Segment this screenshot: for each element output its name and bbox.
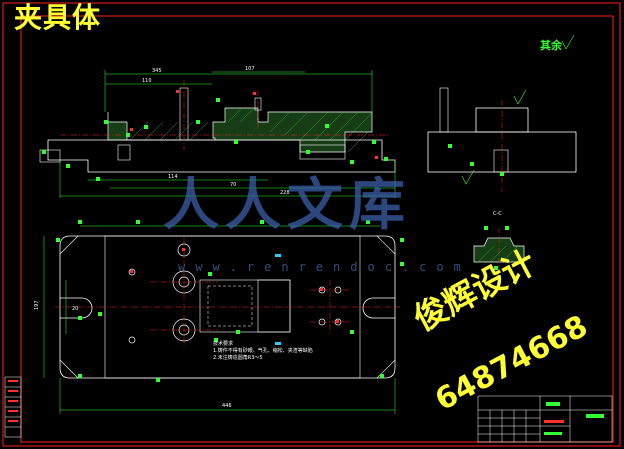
front-view-hatch-lines — [129, 107, 373, 153]
tech-req-line: 2.未注铸造圆角R3～5 — [213, 355, 263, 361]
title-block-field — [544, 432, 562, 435]
dim-plan-width: 446 — [222, 403, 232, 409]
plan-view-gusset — [59, 359, 79, 379]
dim-plan-height: 197 — [34, 300, 40, 310]
dim-top-total: 345 — [152, 68, 162, 74]
title-block — [477, 395, 613, 443]
section-cc-view: C-C — [473, 211, 525, 270]
side-view-marker — [448, 144, 452, 148]
side-view-slot — [493, 149, 509, 173]
drawing-title: 夹具体 — [14, 1, 102, 34]
front-view-section-hatch — [107, 107, 373, 153]
plan-view-gusset — [59, 235, 79, 255]
drawing-inner-border — [20, 15, 614, 443]
watermark-url: www.renrendoc.com — [178, 260, 471, 274]
roughness-symbol — [513, 89, 527, 105]
side-view-bore — [439, 87, 449, 133]
plan-view-annotation-markers — [56, 220, 404, 382]
dim-plan-inner: 20 — [72, 306, 78, 312]
front-view-left-foot — [39, 149, 61, 163]
plan-view-center-block — [199, 279, 291, 333]
front-view-annotation-markers — [42, 98, 388, 181]
plan-view-dashed-slot — [207, 285, 253, 327]
roughness-symbol — [561, 34, 575, 50]
revision-strip — [4, 376, 22, 438]
tech-req-line: 1.铸件不得有砂眼、气孔、缩松、夹渣等缺陷 — [213, 348, 313, 354]
plan-view-left-u-slot — [60, 297, 93, 319]
front-view-slot — [299, 144, 346, 160]
tech-requirements: 技术要求 1.铸件不得有砂眼、气孔、缩松、夹渣等缺陷 2.未注铸造圆角R3～5 — [213, 340, 313, 361]
dim-top-right: 107 — [245, 66, 255, 72]
watermark-text: 人人文库 — [163, 173, 411, 238]
plan-view-red-markers — [130, 248, 339, 323]
dim-mid-c: 228 — [280, 190, 290, 196]
section-cc-marker — [505, 226, 509, 230]
side-view-marker — [500, 172, 504, 176]
side-view-marker — [470, 162, 474, 166]
dim-top-left: 110 — [142, 78, 152, 84]
plan-view-section-arrow — [275, 342, 281, 345]
title-block-field — [586, 414, 604, 418]
plan-view-section-arrow — [275, 254, 281, 257]
plan-view-right-u-slot — [362, 297, 395, 319]
plan-view-guide-block — [257, 279, 291, 333]
front-view-red-markers — [130, 90, 378, 159]
roughness-symbol — [461, 169, 475, 185]
title-block-field — [546, 402, 560, 406]
revision-strip-marks — [8, 380, 18, 422]
plan-view: 446 197 20 — [34, 220, 404, 414]
section-cc-marker — [494, 266, 498, 270]
front-view-pocket — [117, 144, 131, 161]
section-cc-label: C-C — [493, 211, 502, 217]
dim-mid-a: 114 — [168, 174, 178, 180]
section-cc-marker — [484, 226, 488, 230]
finish-note: 其余 — [540, 39, 562, 52]
dim-mid-b: 70 — [230, 182, 236, 188]
front-view: 345 107 110 114 70 228 — [39, 66, 396, 198]
plan-view-small-hole — [128, 336, 136, 344]
plan-view-outline — [59, 235, 396, 379]
plan-view-gusset — [376, 235, 396, 255]
tech-req-heading: 技术要求 — [213, 341, 234, 347]
title-block-field-red — [544, 420, 564, 423]
plan-view-small-hole — [128, 268, 136, 276]
side-view — [427, 34, 577, 192]
